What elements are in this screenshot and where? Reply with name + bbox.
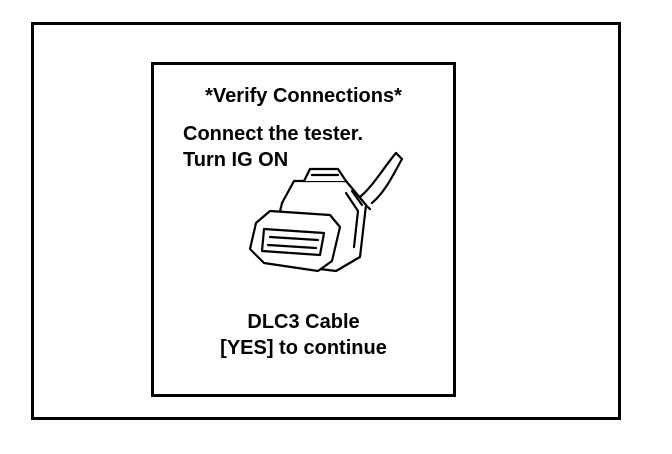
instruction-ignition: Turn IG ON [183, 149, 289, 171]
outer-frame [31, 22, 621, 420]
cable-caption: DLC3 Cable [247, 311, 360, 333]
tester-screen: *Verify Connections* Connect the tester.… [151, 62, 456, 397]
screen-title: *Verify Connections* [205, 85, 402, 107]
dlc3-cable-connector-icon [248, 151, 404, 273]
continue-prompt: [YES] to continue [220, 337, 387, 359]
instruction-connect: Connect the tester. [183, 123, 364, 145]
